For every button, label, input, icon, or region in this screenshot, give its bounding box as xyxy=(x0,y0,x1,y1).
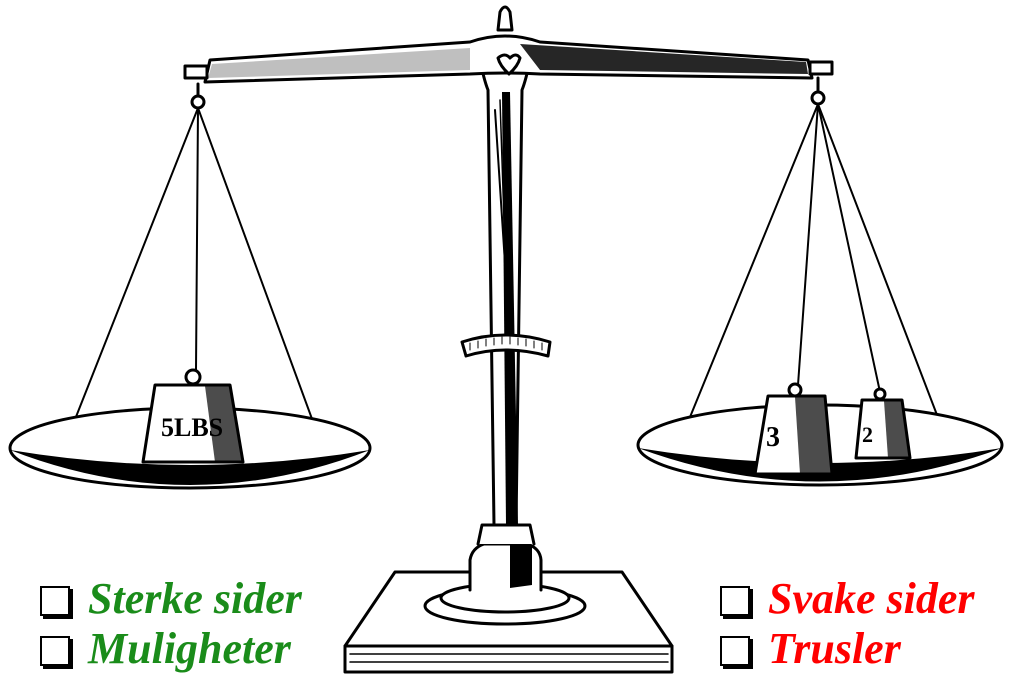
right-small-weight-label: 2 xyxy=(862,422,873,447)
checkbox-icon xyxy=(720,586,750,616)
checkbox-icon xyxy=(720,636,750,666)
checkbox-icon xyxy=(40,636,70,666)
list-item-opportunities: Muligheter xyxy=(40,624,302,674)
checkbox-icon xyxy=(40,586,70,616)
strengths-opportunities-list: Sterke sider Muligheter xyxy=(40,574,302,674)
list-item-label: Trusler xyxy=(768,624,901,674)
right-pan xyxy=(638,104,1002,485)
scale-base xyxy=(345,525,672,672)
list-item-strengths: Sterke sider xyxy=(40,574,302,624)
list-item-label: Sterke sider xyxy=(88,574,302,624)
left-weight-label: 5LBS xyxy=(161,413,223,442)
scale-column xyxy=(462,60,550,525)
weaknesses-threats-list: Svake sider Trusler xyxy=(720,574,975,674)
right-large-weight-label: 3 xyxy=(766,422,780,453)
list-item-label: Muligheter xyxy=(88,624,291,674)
list-item-label: Svake sider xyxy=(768,574,975,624)
list-item-weaknesses: Svake sider xyxy=(720,574,975,624)
list-item-threats: Trusler xyxy=(720,624,975,674)
